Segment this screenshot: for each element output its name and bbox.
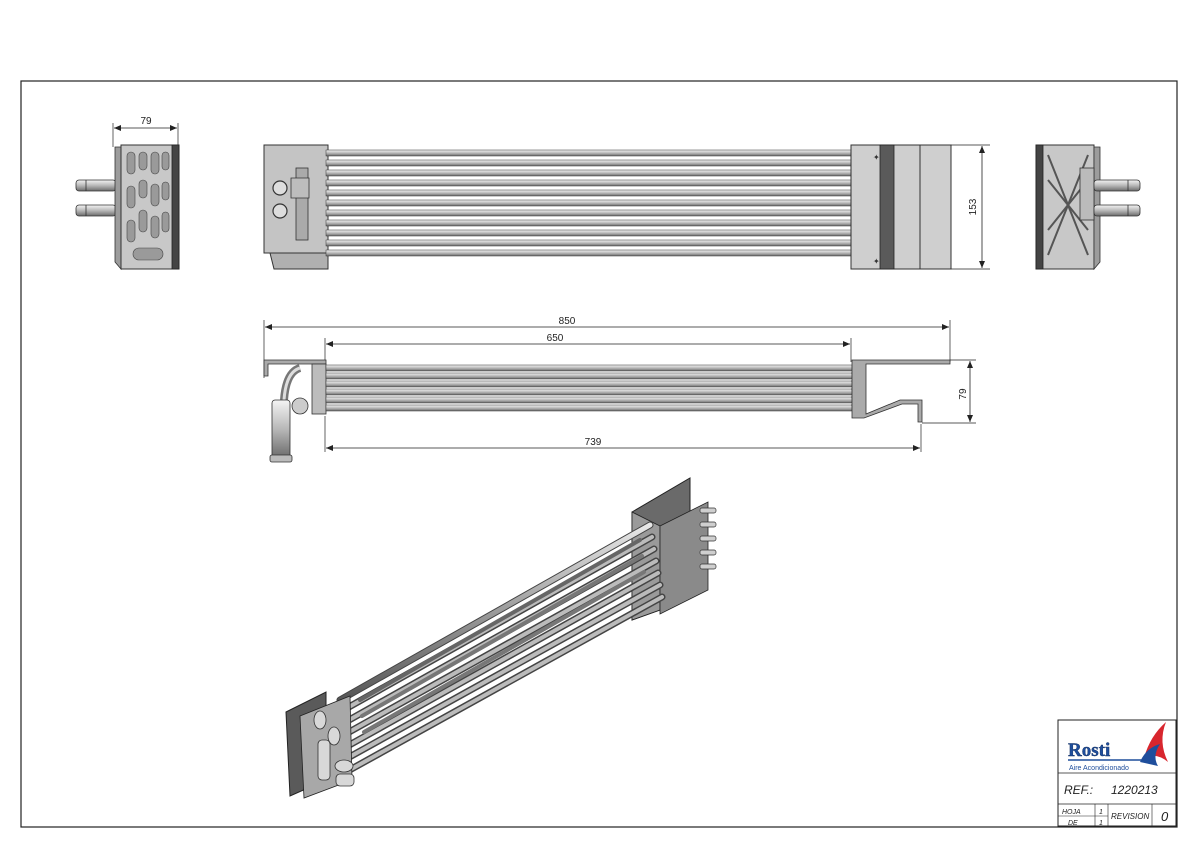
dim-side-height: 79	[958, 388, 969, 400]
title-block: Rosti Aire Acondicionado REF.: 1220213 H…	[1057, 719, 1177, 827]
de-label: DE	[1068, 820, 1078, 827]
dim-front-height: 153	[968, 198, 979, 215]
logo-tagline: Aire Acondicionado	[1069, 765, 1129, 772]
ref-value: 1220213	[1111, 783, 1158, 797]
de-value: 1	[1099, 820, 1103, 827]
front-view: ✦ ✦ 153	[263, 144, 990, 270]
svg-text:✦: ✦	[873, 153, 880, 162]
right-end-view	[1035, 144, 1141, 271]
logo-name: Rosti	[1068, 740, 1110, 761]
isometric-view	[285, 477, 717, 799]
dim-overall-length: 850	[559, 316, 576, 327]
iso-tube-bundle	[336, 521, 666, 776]
drawing-frame	[20, 80, 1178, 828]
rosti-logo: Rosti Aire Acondicionado	[1068, 722, 1168, 772]
dim-core-length: 650	[547, 333, 564, 344]
ref-label: REF.:	[1064, 783, 1093, 797]
revision-label: REVISION	[1111, 812, 1149, 821]
dim-top-width: 79	[140, 116, 152, 127]
revision-value: 0	[1161, 809, 1169, 824]
svg-text:✦: ✦	[873, 257, 880, 266]
hoja-value: 1	[1099, 809, 1103, 816]
hoja-label: HOJA	[1062, 809, 1081, 816]
dim-bracket-length: 739	[585, 437, 602, 448]
side-view: 850 650 79 739	[263, 316, 976, 463]
left-end-view: 79	[75, 116, 180, 271]
front-tube-bundle	[325, 149, 853, 257]
